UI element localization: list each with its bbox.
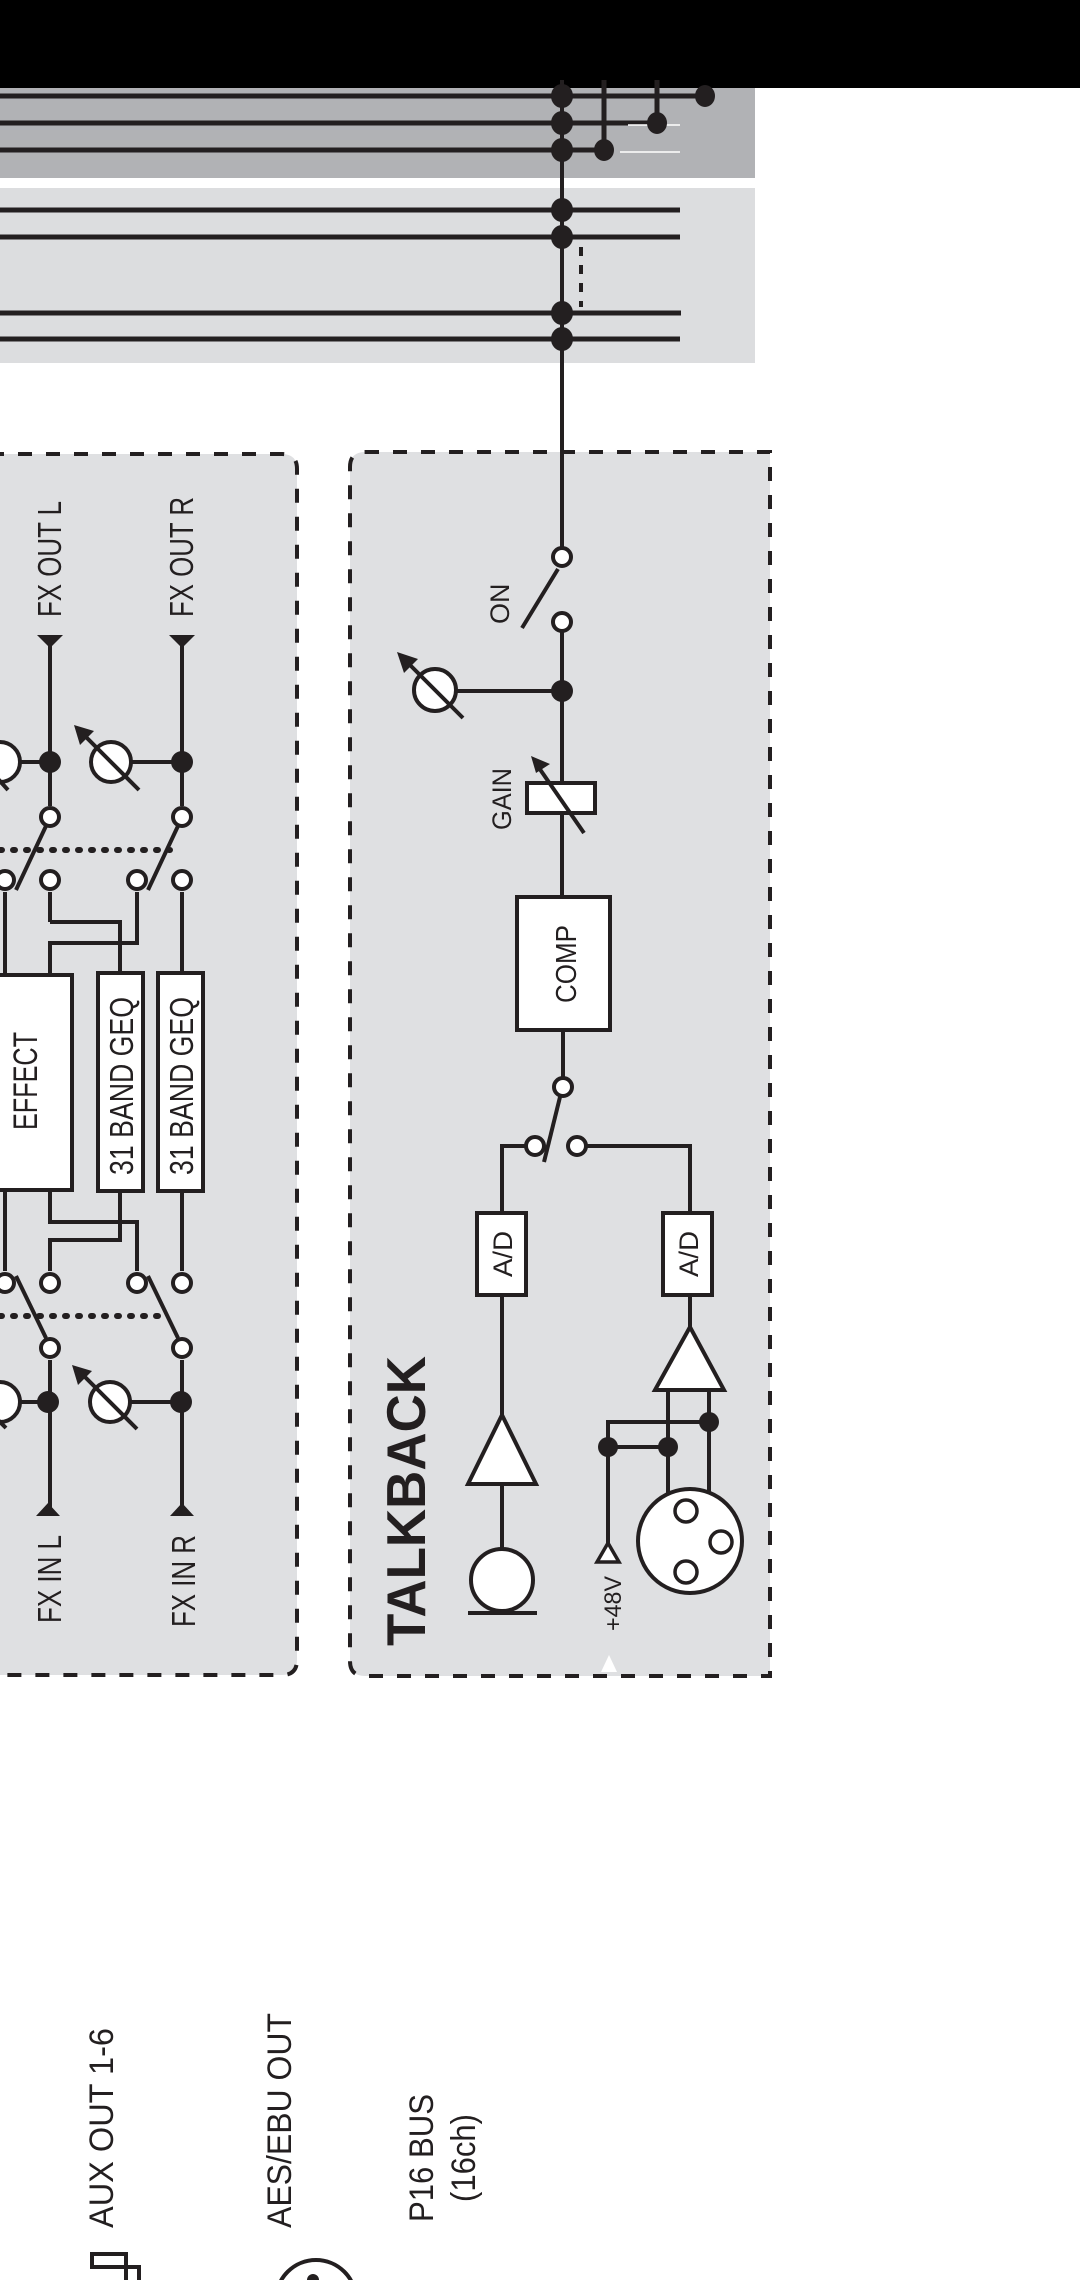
xlr-input-icon: [636, 1487, 744, 1595]
ad-right-label: A/D: [674, 1231, 704, 1277]
legend-aes-ebu-label: AES/EBU OUT: [261, 2013, 299, 2228]
fx-in-r-arrow-icon: [170, 1503, 194, 1516]
talkback-junction-dot: [551, 680, 573, 702]
talkback-source-switch: [524, 1076, 588, 1163]
fx-in-l-arrow-icon: [36, 1503, 60, 1516]
legend: AUX OUT 1-6 AES/EBU OUT P16 BUS (16ch): [83, 2013, 483, 2280]
legend-p16-bus-sublabel: (16ch): [445, 2114, 483, 2202]
geq-right-block: [156, 971, 205, 1193]
effect-block: [0, 973, 74, 1192]
fx-junction-dots: [37, 751, 193, 1413]
fx-in-l-label: FX IN L: [31, 1535, 68, 1623]
mic-preamp-right-icon: [651, 1322, 728, 1392]
xlr-output-icon: [279, 2258, 353, 2280]
fx-out-r-label: FX OUT R: [163, 497, 200, 617]
ad-converter-left: [475, 1211, 528, 1297]
fx-in-meter-icon: [0, 1365, 139, 1431]
bus-band-dark: [0, 88, 755, 178]
talkback-meter-icon: [397, 652, 465, 720]
comp-label: COMP: [551, 925, 583, 1003]
geq-left-label: 31 BAND GEQ: [103, 997, 140, 1175]
effect-label: EFFECT: [7, 1032, 45, 1130]
gain-control-icon: [525, 756, 597, 835]
geq-left-block: [96, 971, 145, 1193]
xlr-junction-dots: [598, 1412, 719, 1457]
white-marker-triangle: [601, 1655, 617, 1672]
legend-aux-out-label: AUX OUT 1-6: [83, 2028, 121, 2228]
jack-output-icon: [90, 2252, 141, 2280]
comp-block: [515, 895, 612, 1032]
ad-left-label: A/D: [488, 1231, 518, 1277]
bus-junction-dots: [551, 84, 715, 351]
talkback-section: ON GAIN COMP: [348, 440, 772, 1678]
fx-out-l-arrow-icon: [37, 635, 63, 648]
on-label: ON: [485, 584, 515, 625]
phantom-power-icon: [593, 1539, 623, 1564]
fx-switch-contacts: [0, 806, 193, 1359]
ad-converter-right: [661, 1211, 714, 1297]
fx-out-r-arrow-icon: [169, 635, 195, 648]
header-bar: [0, 0, 1080, 88]
gain-label: GAIN: [487, 768, 517, 830]
talkback-on-switch: [520, 546, 573, 633]
fx-in-r-label: FX IN R: [165, 1535, 202, 1627]
talkback-title: TALKBACK: [375, 1356, 437, 1646]
phantom-power-label: +48V: [600, 1576, 627, 1631]
legend-p16-bus-label: P16 BUS: [403, 2094, 441, 2222]
fx-out-l-label: FX OUT L: [31, 501, 68, 617]
bus-band-light: [0, 188, 755, 363]
talkback-mic-icon: [468, 1547, 537, 1615]
fx-section: FX OUT L FX OUT R: [0, 452, 299, 1677]
geq-right-label: 31 BAND GEQ: [163, 997, 200, 1175]
fx-out-meter-icon: [0, 725, 141, 792]
